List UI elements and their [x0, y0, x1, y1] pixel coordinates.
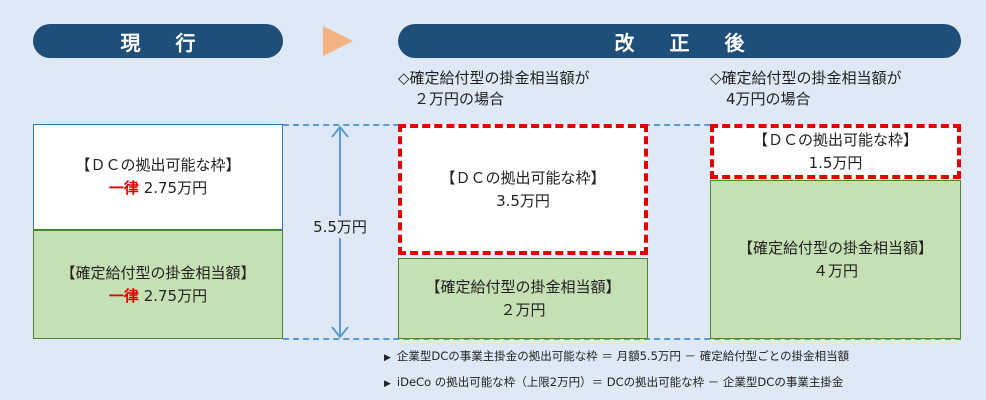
- case2-dc-amount: 1.5万円: [808, 153, 863, 172]
- current-header: 現 行: [33, 24, 283, 58]
- case2-db-title: 【確定給付型の掛金相当額】: [737, 238, 933, 257]
- total-amount-label: 5.5万円: [300, 216, 380, 238]
- revised-header: 改 正 後: [398, 24, 961, 58]
- case1-db-amount: ２万円: [500, 300, 546, 319]
- case1-dc-box: 【ＤＣの拠出可能な枠】 3.5万円: [398, 124, 648, 255]
- current-db-title: 【確定給付型の掛金相当額】: [60, 263, 256, 282]
- current-dc-box: 【ＤＣの拠出可能な枠】 一律 2.75万円: [33, 124, 283, 230]
- current-dc-amount: 2.75万円: [138, 179, 208, 197]
- note-bullet-icon: ▶: [384, 353, 391, 363]
- case2-db-box: 【確定給付型の掛金相当額】 ４万円: [710, 180, 961, 339]
- note-1: ▶企業型DCの事業主掛金の拠出可能な枠 ＝ 月額5.5万円 － 確定給付型ごとの…: [384, 349, 850, 363]
- current-db-amount: 2.75万円: [138, 286, 208, 305]
- current-dc-title: 【ＤＣの拠出可能な枠】: [75, 156, 241, 174]
- current-dc-uniform-label: 一律: [108, 179, 139, 197]
- note-2: ▶iDeCo の拠出可能な枠（上限2万円）＝ DCの拠出可能な枠 － 企業型DC…: [384, 375, 844, 389]
- case1-db-box: 【確定給付型の掛金相当額】 ２万円: [398, 258, 648, 339]
- right-arrow-icon: [323, 26, 353, 56]
- bottom-guide-line: [283, 338, 961, 340]
- case2-dc-box: 【ＤＣの拠出可能な枠】 1.5万円: [710, 124, 961, 179]
- case2-condition: ◇確定給付型の掛金相当額が 4万円の場合: [710, 69, 902, 108]
- case2-dc-title: 【ＤＣの拠出可能な枠】: [752, 130, 918, 149]
- case1-db-title: 【確定給付型の掛金相当額】: [425, 277, 621, 296]
- current-db-uniform-label: 一律: [108, 286, 139, 305]
- case2-db-amount: ４万円: [812, 261, 858, 280]
- case1-dc-amount: 3.5万円: [496, 191, 550, 210]
- note-bullet-icon: ▶: [384, 379, 391, 389]
- current-db-box: 【確定給付型の掛金相当額】 一律 2.75万円: [33, 230, 283, 339]
- case1-dc-title: 【ＤＣの拠出可能な枠】: [440, 168, 606, 187]
- case1-condition: ◇確定給付型の掛金相当額が ２万円の場合: [398, 69, 590, 108]
